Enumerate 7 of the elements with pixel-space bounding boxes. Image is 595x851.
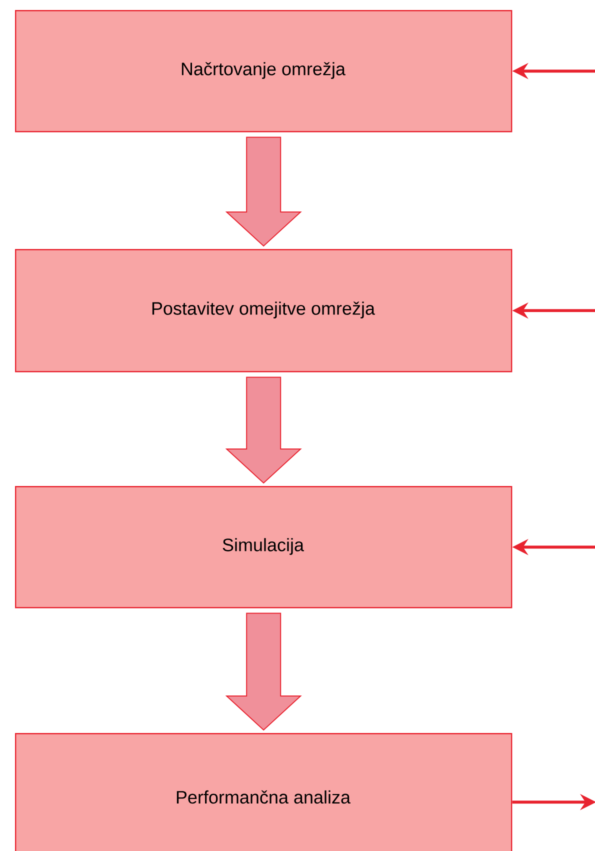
process-box: Simulacija — [15, 486, 512, 608]
block-arrow — [225, 612, 302, 731]
block-arrow — [225, 136, 302, 247]
block-arrow — [225, 376, 302, 484]
process-box: Načrtovanje omrežja — [15, 10, 512, 132]
process-box: Performančna analiza — [15, 733, 512, 851]
process-box: Postavitev omejitve omrežja — [15, 249, 512, 372]
